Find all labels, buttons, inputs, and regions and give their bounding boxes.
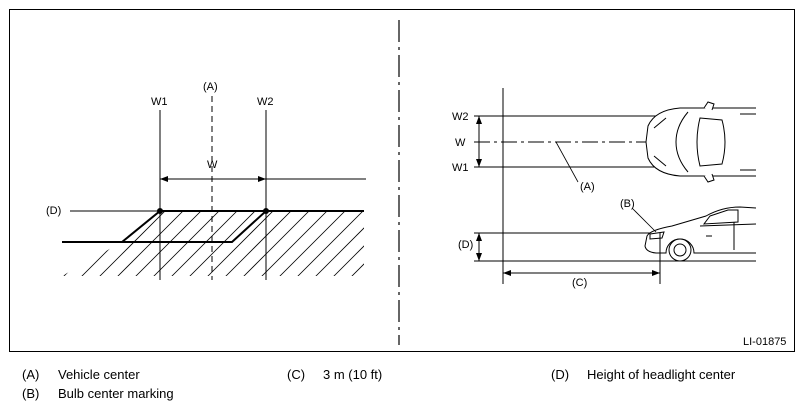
w-arrow-left (160, 176, 168, 182)
w-arrow-down (476, 159, 482, 167)
label-d-left: (D) (46, 205, 61, 217)
label-w1-right: W1 (452, 162, 469, 174)
c-arrow-left (503, 270, 511, 276)
c-arrow-right (652, 270, 660, 276)
label-d-right: (D) (458, 239, 473, 251)
legend-key: (C) (287, 367, 306, 382)
headlight-aiming-diagram: W1 W2 (A) W (D) (9, 9, 795, 352)
legend-item-a: (A) Vehicle center (22, 367, 140, 382)
d-arrow-up (476, 233, 482, 241)
legend-item-c: (C) 3 m (10 ft) (287, 367, 382, 382)
label-w-right: W (455, 137, 466, 149)
d-arrow-down (476, 253, 482, 261)
label-w-left: W (207, 159, 218, 171)
bulb-center-dot-right (263, 208, 269, 214)
legend-key: (D) (551, 367, 570, 382)
legend-text: Bulb center marking (58, 386, 174, 401)
bulb-center-dot-left (157, 208, 163, 214)
leader-a-right (555, 141, 579, 183)
label-c-right: (C) (572, 277, 587, 289)
legend-key: (B) (22, 386, 40, 401)
diagram-frame (9, 9, 795, 352)
car-top-view (645, 101, 756, 183)
label-a-right: (A) (580, 181, 595, 193)
legend-text: Height of headlight center (587, 367, 736, 382)
legend-item-b: (B) Bulb center marking (22, 386, 174, 401)
legend-item-d: (D) Height of headlight center (551, 367, 735, 382)
label-w1-left: W1 (151, 96, 168, 108)
label-b-right: (B) (620, 198, 635, 210)
w-arrow-up (476, 116, 482, 124)
label-w2-left: W2 (257, 96, 274, 108)
label-w2-right: W2 (452, 111, 469, 123)
car-side-view (644, 206, 757, 262)
legend-key: (A) (22, 367, 40, 382)
figure-id: LI-01875 (743, 336, 786, 348)
beam-cutoff-line (62, 210, 364, 243)
leader-b (631, 207, 657, 233)
w-arrow-right (258, 176, 266, 182)
left-panel: W1 W2 (A) W (D) (46, 81, 366, 280)
ground-hatch (62, 211, 364, 276)
label-a-left: (A) (203, 81, 218, 93)
legend-text: 3 m (10 ft) (323, 367, 383, 382)
legend-text: Vehicle center (58, 367, 140, 382)
right-panel: W2 W W1 (A) (B) (D) (C) (452, 88, 757, 289)
